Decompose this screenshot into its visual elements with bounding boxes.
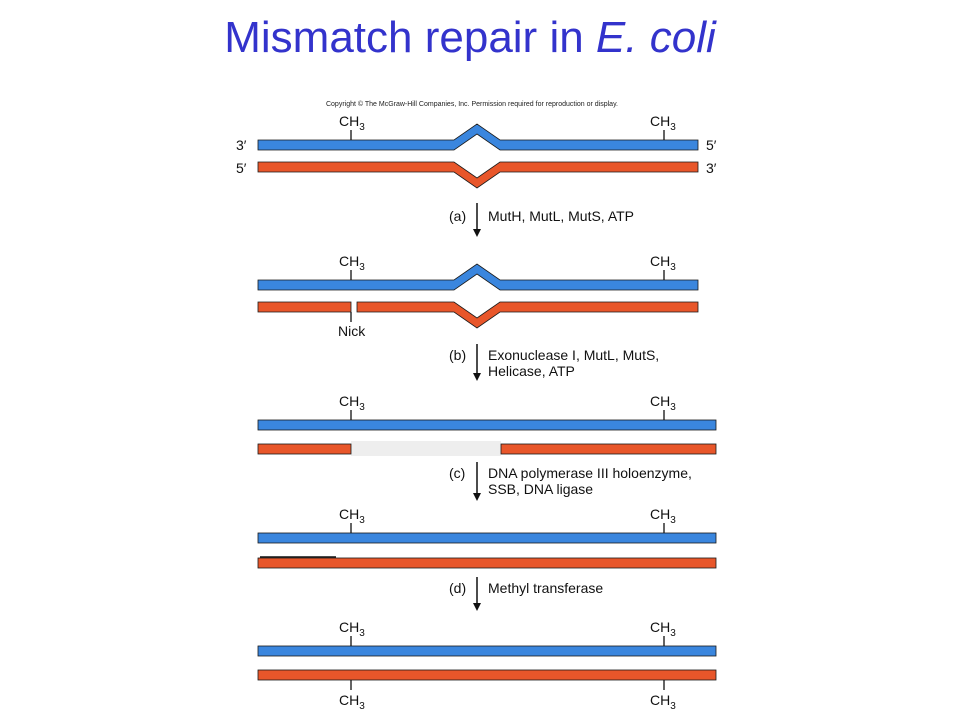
step-letter: (b) (449, 347, 466, 363)
step-b: (b) Exonuclease I, MutL, MutS, Helicase,… (449, 344, 659, 381)
step-d: (d) Methyl transferase (449, 577, 603, 611)
top-strand (257, 645, 717, 657)
bottom-strand-right-fragment (356, 301, 699, 329)
title-main: Mismatch repair in (224, 13, 596, 62)
top-strand (257, 532, 717, 544)
bottom-strand-right-fragment (500, 443, 717, 455)
stage-methylated: CH3 CH3 CH3 CH3 (257, 619, 717, 712)
step-text: Helicase, ATP (488, 363, 575, 379)
bottom-strand-left-fragment (257, 301, 352, 313)
top-strand (257, 419, 717, 431)
top-strand (257, 123, 699, 151)
stage-excised: CH3 CH3 (257, 393, 717, 456)
methyl-label: CH3 (339, 506, 365, 526)
bottom-strand-left-fragment (257, 443, 352, 455)
step-text: SSB, DNA ligase (488, 481, 593, 497)
methyl-label-bottom: CH3 (339, 692, 365, 712)
stage-nicked: Nick CH3 CH3 (257, 253, 699, 339)
bottom-strand (257, 161, 699, 189)
bottom-strand (257, 669, 717, 681)
methyl-label: CH3 (339, 619, 365, 639)
end-label-left-bottom: 5′ (236, 160, 247, 176)
methyl-label-bottom: CH3 (650, 692, 676, 712)
step-a: (a) MutH, MutL, MutS, ATP (449, 203, 634, 237)
end-label-right-bottom: 3′ (706, 160, 717, 176)
stage-mismatch: CH3 CH3 3′ 5′ 5′ 3′ (236, 113, 717, 189)
methyl-label: CH3 (650, 253, 676, 273)
slide-title: Mismatch repair in E. coli (0, 12, 940, 64)
end-label-left-top: 3′ (236, 137, 247, 153)
single-strand-gap (351, 441, 501, 456)
step-c: (c) DNA polymerase III holoenzyme, SSB, … (449, 462, 692, 501)
top-strand (257, 263, 699, 291)
copyright-notice: Copyright © The McGraw-Hill Companies, I… (326, 100, 618, 108)
step-text: Methyl transferase (488, 580, 603, 596)
step-text: DNA polymerase III holoenzyme, (488, 465, 692, 481)
methyl-label: CH3 (650, 619, 676, 639)
step-letter: (a) (449, 208, 466, 224)
bottom-strand (257, 557, 717, 569)
methyl-label: CH3 (339, 113, 365, 133)
nick-label: Nick (338, 323, 366, 339)
methyl-label: CH3 (339, 253, 365, 273)
step-letter: (c) (449, 465, 465, 481)
methyl-label: CH3 (650, 113, 676, 133)
step-letter: (d) (449, 580, 466, 596)
title-italic: E. coli (595, 13, 716, 62)
step-text: MutH, MutL, MutS, ATP (488, 208, 634, 224)
end-label-right-top: 5′ (706, 137, 717, 153)
stage-resynthesized: CH3 CH3 (257, 506, 717, 569)
methyl-label: CH3 (339, 393, 365, 413)
step-text: Exonuclease I, MutL, MutS, (488, 347, 659, 363)
methyl-label: CH3 (650, 393, 676, 413)
methyl-label: CH3 (650, 506, 676, 526)
